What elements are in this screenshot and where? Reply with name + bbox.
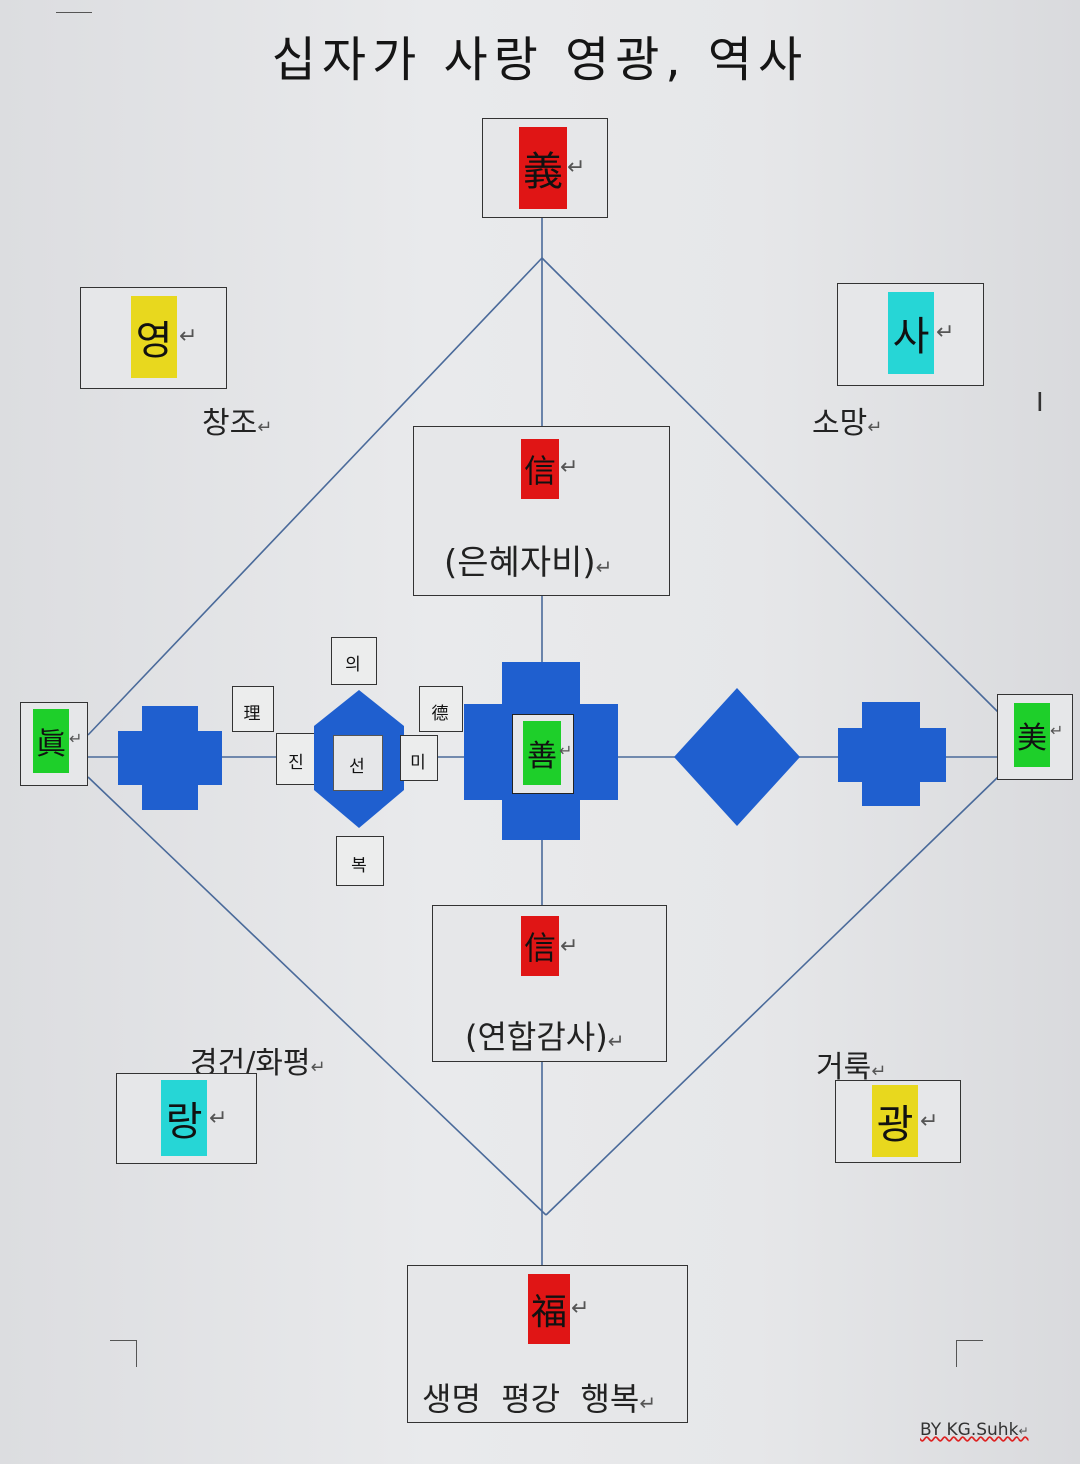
diamond-edge-top-right [541,257,999,713]
small-box-jin: 진 [276,733,318,785]
crop-mark-top-left [56,0,92,13]
bottom-node-box: 福 ↵ 생명 평강 행복↵ [407,1265,688,1423]
right-node-box: 美 ↵ [997,694,1073,780]
corner-box-top-right: 사 ↵ [837,283,984,386]
upper-center-box: 信 ↵ (은혜자비)↵ [413,426,670,596]
small-box-mi-label: 미 [410,753,426,773]
corner-char-top-right: 사 [888,292,934,374]
corner-char-top-left: 영 [131,296,177,378]
caption-top-left: 창조↵ [202,406,273,441]
small-box-ui-label: 의 [345,655,361,675]
corner-box-bottom-right: 광 ↵ [835,1080,961,1163]
return-mark-icon: ↵ [1050,721,1064,740]
bottom-node-caption: 생명 평강 행복↵ [422,1380,657,1418]
small-box-li-label: 理 [243,704,261,724]
diamond-edge-bottom-right [545,776,999,1216]
lower-center-box: 信 ↵ (연합감사)↵ [432,905,667,1062]
return-mark-icon: ↵ [560,934,579,959]
diamond-edge-top-left [87,257,543,736]
left-node-box: 眞 ↵ [20,702,88,786]
center-node-box: 善 ↵ [512,714,574,794]
corner-char-bottom-left: 랑 [161,1080,207,1156]
small-box-deok-label: 德 [431,704,449,724]
small-box-deok: 德 [419,686,463,732]
small-box-bok-label: 복 [351,856,367,876]
small-box-jin-label: 진 [288,753,304,773]
return-mark-icon: ↵ [567,155,586,180]
upper-center-char: 信 [521,439,559,499]
caption-top-right: 소망↵ [812,406,883,441]
upper-center-caption: (은혜자비)↵ [444,543,613,583]
return-mark-icon: ↵ [560,455,579,480]
lower-center-char: 信 [521,916,559,976]
top-node-box: 義 ↵ [482,118,608,218]
diamond-edge-bottom-left [87,776,547,1216]
right-diamond-shape [674,688,800,826]
text-cursor-icon: I [1036,388,1044,418]
crop-mark-bottom-right [956,1340,983,1367]
return-mark-icon: ↵ [559,741,573,760]
right-node-char: 美 [1014,703,1050,767]
small-box-bok: 복 [336,836,384,886]
bottom-node-char: 福 [528,1274,570,1344]
small-box-mi: 미 [400,735,438,781]
corner-char-bottom-right: 광 [872,1085,918,1157]
small-box-ui: 의 [331,637,377,685]
return-mark-icon: ↵ [209,1106,228,1131]
signature: BY KG.Suhk↵ [920,1420,1029,1440]
corner-box-bottom-left: 랑 ↵ [116,1073,257,1164]
left-node-char: 眞 [33,709,69,773]
return-mark-icon: ↵ [69,729,83,748]
small-box-seon-label: 선 [349,757,365,777]
return-mark-icon: ↵ [936,320,955,345]
corner-box-top-left: 영 ↵ [80,287,227,389]
crop-mark-bottom-left [110,1340,137,1367]
top-node-char: 義 [519,127,567,209]
return-mark-icon: ↵ [920,1109,939,1134]
return-mark-icon: ↵ [179,324,198,349]
caption-bottom-right: 거룩↵ [816,1050,887,1085]
small-box-li: 理 [232,686,274,732]
lower-center-caption: (연합감사)↵ [465,1018,625,1056]
small-box-seon: 선 [333,735,383,791]
return-mark-icon: ↵ [571,1296,590,1321]
center-node-char: 善 [523,721,561,785]
page-title: 십자가 사랑 영광, 역사 [271,32,809,88]
